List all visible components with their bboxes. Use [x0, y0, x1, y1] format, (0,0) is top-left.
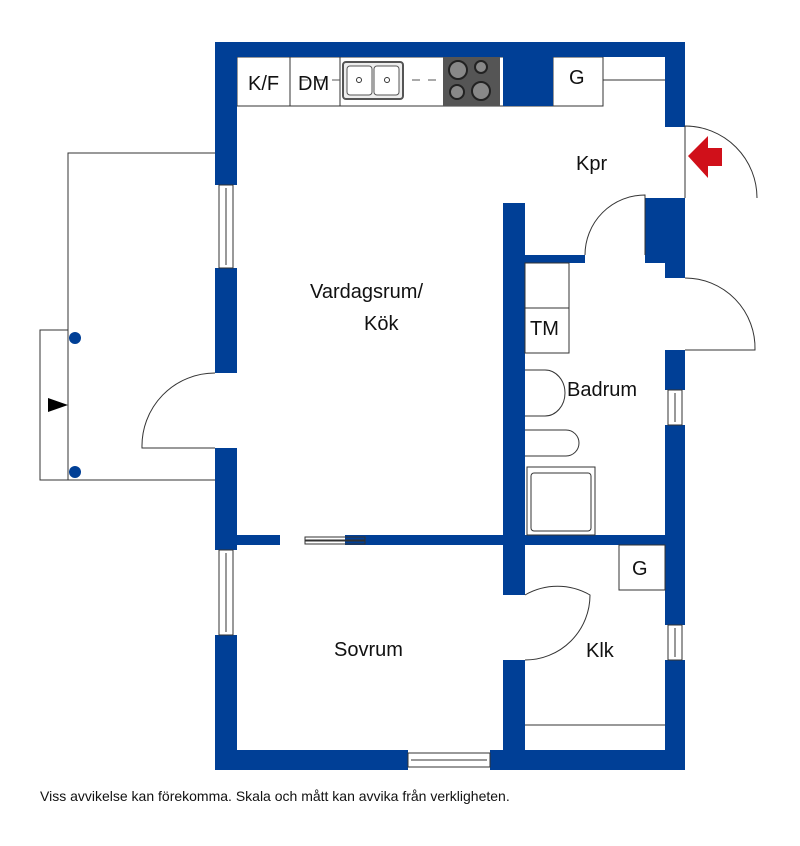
sink-icon: [342, 61, 404, 100]
side-door: [684, 277, 756, 351]
balcony-door: [141, 372, 216, 449]
entrance-arrow-icon: [688, 136, 722, 178]
room-bedroom-label: Sovrum: [334, 639, 403, 661]
balcony-post-icon: [69, 332, 81, 344]
wardrobe-label: G: [569, 67, 585, 89]
shower-icon: [526, 466, 596, 536]
entrance-door: [684, 125, 758, 199]
balcony: [39, 152, 215, 481]
disclaimer-text: Viss avvikelse kan förekomma. Skala och …: [40, 788, 510, 804]
closet-wardrobe-label: G: [632, 558, 648, 580]
walls: [215, 42, 685, 770]
stove-icon: [443, 57, 500, 106]
bathroom-fixtures: [524, 262, 665, 726]
room-hall-label: Kpr: [576, 153, 607, 175]
room-kitchen-label: Kök: [364, 313, 399, 335]
sliding-door: [304, 536, 366, 545]
kitchen-counter: [236, 56, 665, 107]
closet-door: [524, 585, 591, 661]
room-living-label: Vardagsrum/: [310, 281, 423, 303]
washbasin-icon: [525, 369, 566, 417]
room-closet-label: Klk: [586, 640, 615, 662]
washing-machine-label: TM: [530, 318, 559, 340]
room-bathroom-label: Badrum: [567, 379, 637, 401]
bathroom-door: [584, 194, 646, 256]
doors: [141, 125, 758, 661]
fridge-freezer-label: K/F: [248, 73, 279, 95]
dishwasher-label: DM: [298, 73, 329, 95]
arrow-icon: [48, 398, 68, 412]
balcony-post-icon: [69, 466, 81, 478]
toilet-icon: [525, 429, 580, 457]
windows: [218, 184, 683, 768]
